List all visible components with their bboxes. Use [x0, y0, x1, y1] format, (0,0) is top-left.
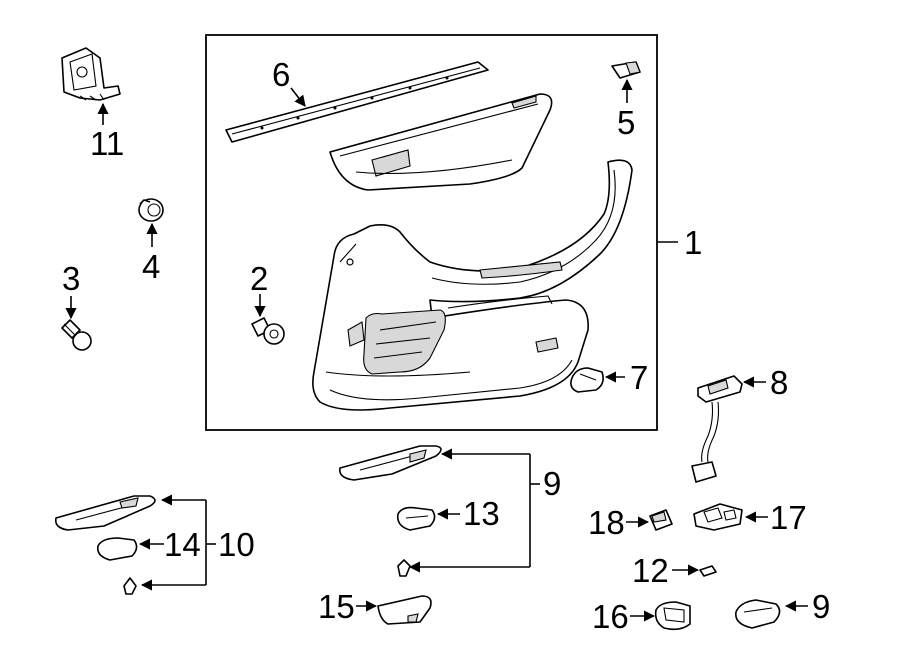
callout-12: 12 — [632, 552, 669, 589]
callout-16: 16 — [592, 598, 629, 635]
part-5-clip — [611, 61, 641, 79]
part-4-grommet — [138, 198, 164, 222]
part-16-switch — [654, 601, 691, 631]
callout-17: 17 — [770, 499, 807, 536]
callout-10: 10 — [218, 526, 255, 563]
callout-3: 3 — [62, 260, 80, 297]
part-12-bulb — [699, 565, 717, 577]
part-18-switch — [649, 509, 673, 531]
callout-5: 5 — [617, 104, 635, 141]
callout-9-upper: 9 — [543, 465, 561, 502]
part-15-pocket — [377, 595, 432, 625]
part-8-switch-harness — [691, 375, 743, 483]
part-9-screw — [397, 559, 411, 577]
callout-14: 14 — [164, 526, 201, 563]
callout-4: 4 — [142, 248, 160, 285]
part-3-push-pin — [61, 319, 92, 351]
part-11-retainer — [61, 47, 121, 101]
callout-13: 13 — [463, 495, 500, 532]
armrest-cover-panel — [329, 93, 553, 191]
callout-15: 15 — [318, 588, 355, 625]
callout-8: 8 — [770, 364, 788, 401]
callout-9-lower: 9 — [812, 588, 830, 625]
part-13-bezel — [396, 506, 436, 531]
part-6-belt-moulding — [225, 61, 489, 143]
part-9-bezel — [735, 599, 781, 629]
part-9-pull-handle — [338, 445, 442, 481]
callout-6: 6 — [272, 56, 290, 93]
callout-1: 1 — [684, 224, 702, 261]
part-2-clip — [251, 317, 285, 345]
part-17-switch-assembly — [693, 503, 743, 531]
callout-7: 7 — [630, 359, 648, 396]
callout-2: 2 — [250, 260, 268, 297]
part-7-clip — [570, 367, 604, 393]
part-14-bezel — [96, 537, 138, 561]
door-trim-assembly-frame — [205, 34, 658, 431]
callout-11: 11 — [90, 125, 124, 162]
callout-18: 18 — [588, 504, 625, 541]
part-10-handle-set — [54, 495, 156, 531]
part-1-door-trim-panel — [312, 159, 633, 411]
part-10-screw — [123, 577, 137, 595]
